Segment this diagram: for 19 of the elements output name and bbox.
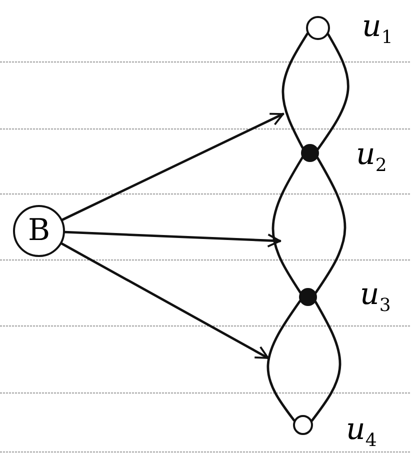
arrow xyxy=(61,112,284,221)
curved-edge xyxy=(272,156,304,294)
vertex-dot xyxy=(299,288,317,306)
curved-edge xyxy=(282,32,309,150)
vertex-label: u$_{3}$ xyxy=(360,280,391,315)
node-label: B xyxy=(28,216,50,246)
circle-node xyxy=(13,205,65,257)
curved-edge xyxy=(310,300,342,422)
vertex-label: u$_{1}$ xyxy=(362,12,393,47)
curved-edge xyxy=(266,300,302,422)
curved-edge xyxy=(314,156,346,294)
curved-edge xyxy=(316,33,350,150)
vertex-label: u$_{4}$ xyxy=(346,415,377,450)
vertex-circle xyxy=(293,415,313,435)
vertex-dot xyxy=(301,144,319,162)
vertex-circle xyxy=(306,16,330,40)
arrow xyxy=(60,242,270,360)
vertex-label: u$_{2}$ xyxy=(356,140,387,175)
arrow xyxy=(64,230,282,248)
